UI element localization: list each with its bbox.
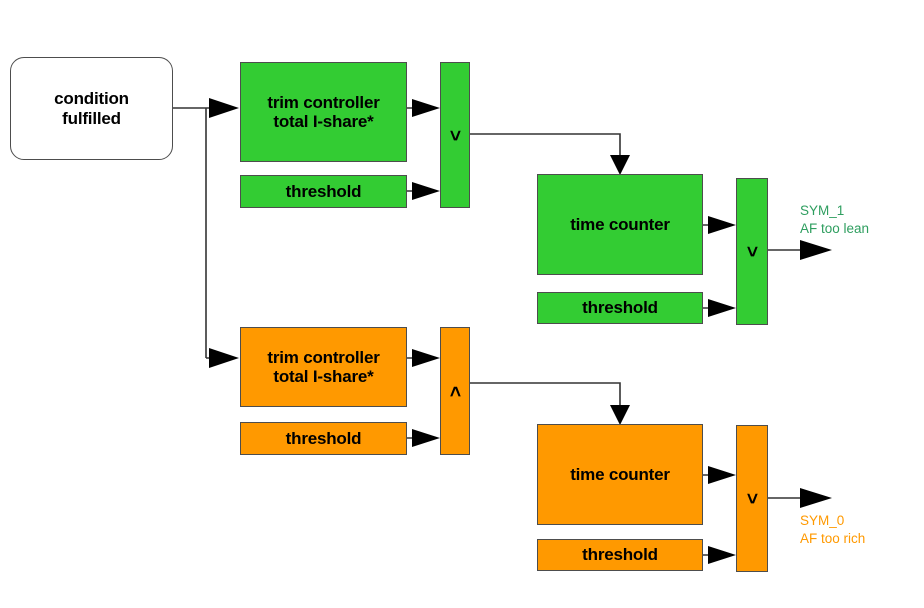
arrowhead-orange-cmp1-a xyxy=(412,349,440,367)
wire-green-cmp1-to-counter xyxy=(470,133,621,158)
lean-time-counter-block[interactable]: time counter xyxy=(537,174,703,275)
rich-trim-controller-block[interactable]: trim controller total I-share* xyxy=(240,327,407,407)
arrowhead-orange-cmp1-b xyxy=(412,429,440,447)
rich-time-counter-block[interactable]: time counter xyxy=(537,424,703,525)
arrowhead-orange-cmp2-a xyxy=(708,466,736,484)
arrowhead-green-cmp1-a xyxy=(412,99,440,117)
arrowhead-green-cmp2-a xyxy=(708,216,736,234)
rich-output-desc-label: AF too rich xyxy=(800,531,866,546)
arrowhead-orange-cmp2-b xyxy=(708,546,736,564)
lean-comparator-2-glyph: > xyxy=(741,245,763,258)
condition-fulfilled-node[interactable]: condition fulfilled xyxy=(10,57,173,160)
arrowhead-orange-output xyxy=(800,488,832,508)
lean-comparator-1-glyph: > xyxy=(444,129,466,141)
arrowhead-green-cmp1-b xyxy=(412,182,440,200)
arrowhead-green-counter-in xyxy=(610,155,630,175)
lean-output-code-label: SYM_1 xyxy=(800,203,845,218)
rich-comparator-1[interactable]: < xyxy=(440,327,470,455)
arrowhead-orange-counter-in xyxy=(610,405,630,425)
lean-threshold-2-block[interactable]: threshold xyxy=(537,292,703,324)
lean-output-desc-label: AF too lean xyxy=(800,221,870,236)
arrowhead-green-trim-in xyxy=(209,98,239,118)
rich-output-code-label: SYM_0 xyxy=(800,513,845,528)
lean-comparator-1[interactable]: > xyxy=(440,62,470,208)
arrowhead-green-output xyxy=(800,240,832,260)
rich-threshold-1-block[interactable]: threshold xyxy=(240,422,407,455)
lean-trim-controller-block[interactable]: trim controller total I-share* xyxy=(240,62,407,162)
arrowhead-orange-trim-in xyxy=(209,348,239,368)
rich-threshold-2-block[interactable]: threshold xyxy=(537,539,703,571)
arrowhead-green-cmp2-b xyxy=(708,299,736,317)
rich-comparator-2[interactable]: > xyxy=(736,425,768,572)
lean-threshold-1-block[interactable]: threshold xyxy=(240,175,407,208)
wire-orange-cmp1-to-counter xyxy=(470,382,621,408)
rich-comparator-1-glyph: < xyxy=(444,385,466,397)
rich-comparator-2-glyph: > xyxy=(741,492,763,505)
lean-comparator-2[interactable]: > xyxy=(736,178,768,325)
